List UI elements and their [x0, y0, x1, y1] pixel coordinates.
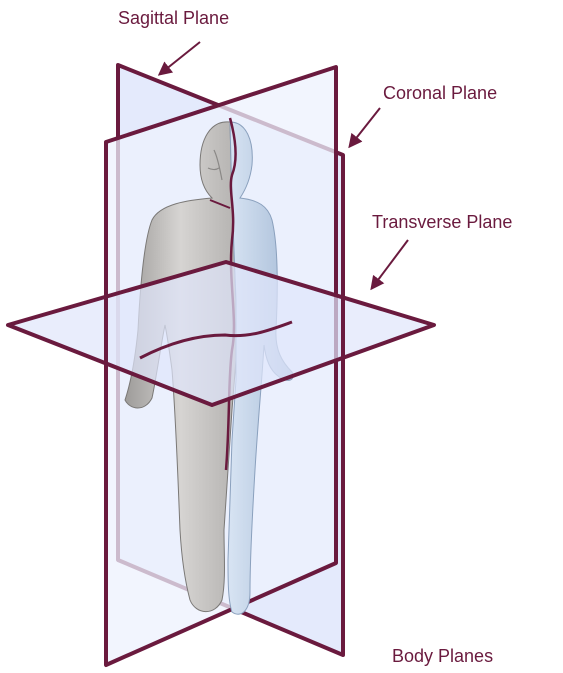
diagram-caption: Body Planes [392, 646, 493, 667]
transverse-arrow [372, 240, 408, 288]
coronal-arrow [350, 108, 380, 146]
transverse-plane-label: Transverse Plane [372, 212, 512, 233]
sagittal-plane-label: Sagittal Plane [118, 8, 229, 29]
transverse-plane [8, 262, 434, 405]
sagittal-arrow [160, 42, 200, 74]
coronal-plane-label: Coronal Plane [383, 83, 497, 104]
